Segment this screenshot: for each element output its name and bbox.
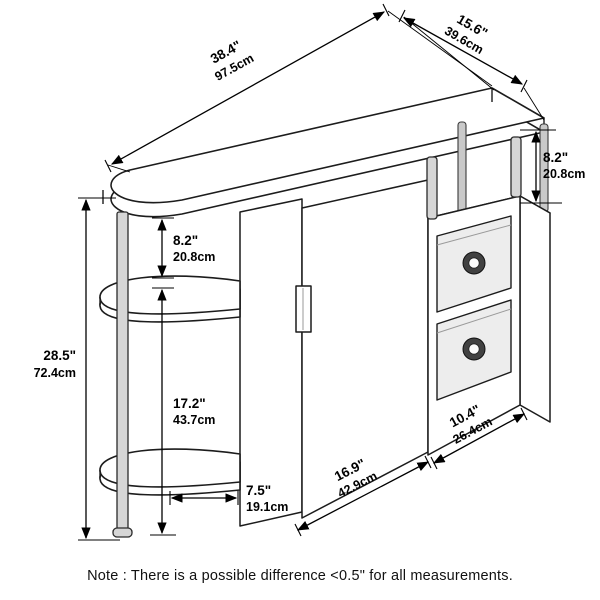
dim-shelf-depth: 7.5" 19.1cm bbox=[169, 483, 288, 514]
left-front-post bbox=[116, 211, 129, 531]
upper-bin-grommet-hole bbox=[468, 257, 480, 269]
cabinet-right-side bbox=[519, 195, 551, 423]
front-left-post bbox=[426, 156, 438, 220]
dim-label-lower-section-in: 17.2" bbox=[173, 396, 206, 411]
front-right-post bbox=[510, 136, 522, 198]
dim-label-total-height-in: 28.5" bbox=[43, 348, 76, 363]
measurement-note: Note : There is a possible difference <0… bbox=[87, 568, 513, 584]
dim-top-shelf-gap: 8.2" 20.8cm bbox=[520, 129, 585, 204]
lower-bin-hem bbox=[436, 308, 512, 334]
desk-line-drawing: 38.4" 97.5cm 15.6" 39.6cm 8.2" 20.8cm bbox=[34, 3, 585, 541]
dim-left-shelf-gap: 8.2" 20.8cm bbox=[152, 217, 215, 279]
dim-label-total-height-cm: 72.4cm bbox=[34, 366, 76, 380]
left-side-panel bbox=[239, 198, 303, 527]
dim-label-lower-section-cm: 43.7cm bbox=[173, 413, 215, 427]
dim-label-left-shelf-gap-cm: 20.8cm bbox=[173, 250, 215, 264]
dim-drawer-unit-width: 10.4" 26.4cm bbox=[430, 402, 528, 470]
desk bbox=[99, 87, 551, 538]
dim-label-top-shelf-gap-in: 8.2" bbox=[543, 150, 568, 165]
dim-label-shelf-depth-in: 7.5" bbox=[246, 483, 271, 498]
dim-lower-section-height: 17.2" 43.7cm bbox=[150, 287, 215, 536]
left-post-foot bbox=[112, 527, 133, 538]
dim-label-shelf-depth-cm: 19.1cm bbox=[246, 500, 288, 514]
dim-total-height: 28.5" 72.4cm bbox=[34, 197, 120, 541]
dim-label-top-shelf-gap-cm: 20.8cm bbox=[543, 167, 585, 181]
lower-bin-grommet-hole bbox=[468, 343, 480, 355]
upper-bin-hem bbox=[436, 224, 512, 246]
dim-label-left-shelf-gap-in: 8.2" bbox=[173, 233, 198, 248]
